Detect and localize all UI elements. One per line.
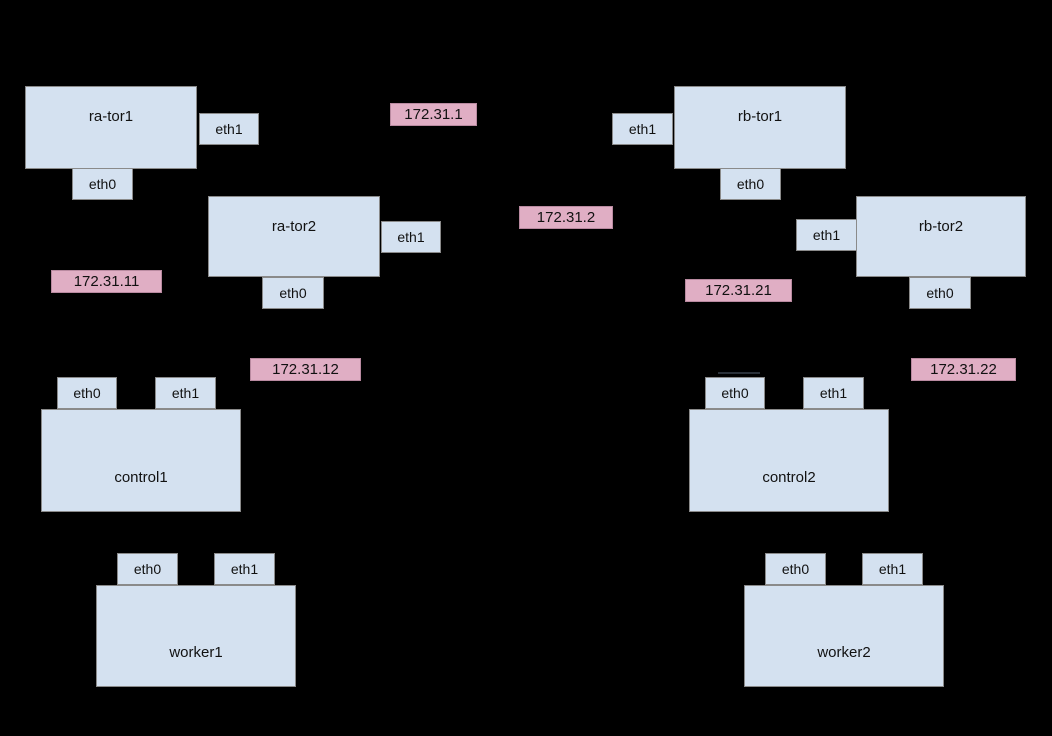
- node-ra-tor2[interactable]: ra-tor2: [208, 196, 380, 277]
- interface-control2-eth1[interactable]: eth1: [803, 377, 864, 409]
- interface-control1-eth1[interactable]: eth1: [155, 377, 216, 409]
- node-label-worker2: worker2: [817, 644, 871, 661]
- interface-control2-eth0[interactable]: eth0: [705, 377, 765, 409]
- node-label-ra-tor1: ra-tor1: [88, 108, 134, 125]
- interface-ra-tor1-eth0[interactable]: eth0: [72, 168, 133, 200]
- network-label-net-172-31-21[interactable]: 172.31.21: [685, 279, 792, 302]
- node-label-rb-tor2: rb-tor2: [918, 218, 964, 235]
- interface-rb-tor2-eth0[interactable]: eth0: [909, 277, 971, 309]
- interface-rb-tor2-eth1[interactable]: eth1: [796, 219, 857, 251]
- interface-ra-tor2-eth1[interactable]: eth1: [381, 221, 441, 253]
- interface-worker1-eth1[interactable]: eth1: [214, 553, 275, 585]
- interface-rb-tor1-eth1[interactable]: eth1: [612, 113, 673, 145]
- network-label-net-172-31-1[interactable]: 172.31.1: [390, 103, 477, 126]
- network-label-net-172-31-12[interactable]: 172.31.12: [250, 358, 361, 381]
- node-label-worker1: worker1: [169, 644, 223, 661]
- node-label-control2: control2: [762, 469, 816, 486]
- interface-control1-eth0[interactable]: eth0: [57, 377, 117, 409]
- interface-rb-tor1-eth0[interactable]: eth0: [720, 168, 781, 200]
- node-rb-tor1[interactable]: rb-tor1: [674, 86, 846, 169]
- network-label-net-172-31-11[interactable]: 172.31.11: [51, 270, 162, 293]
- interface-worker2-eth1[interactable]: eth1: [862, 553, 923, 585]
- node-label-control1: control1: [114, 469, 168, 486]
- interface-ra-tor1-eth1[interactable]: eth1: [199, 113, 259, 145]
- node-rb-tor2[interactable]: rb-tor2: [856, 196, 1026, 277]
- network-label-net-172-31-22[interactable]: 172.31.22: [911, 358, 1016, 381]
- connector-stub: [718, 372, 760, 374]
- interface-ra-tor2-eth0[interactable]: eth0: [262, 277, 324, 309]
- node-control2[interactable]: control2: [689, 409, 889, 512]
- network-label-net-172-31-2[interactable]: 172.31.2: [519, 206, 613, 229]
- node-worker2[interactable]: worker2: [744, 585, 944, 687]
- node-ra-tor1[interactable]: ra-tor1: [25, 86, 197, 169]
- node-control1[interactable]: control1: [41, 409, 241, 512]
- interface-worker1-eth0[interactable]: eth0: [117, 553, 178, 585]
- interface-worker2-eth0[interactable]: eth0: [765, 553, 826, 585]
- node-worker1[interactable]: worker1: [96, 585, 296, 687]
- node-label-rb-tor1: rb-tor1: [737, 108, 783, 125]
- node-label-ra-tor2: ra-tor2: [271, 218, 317, 235]
